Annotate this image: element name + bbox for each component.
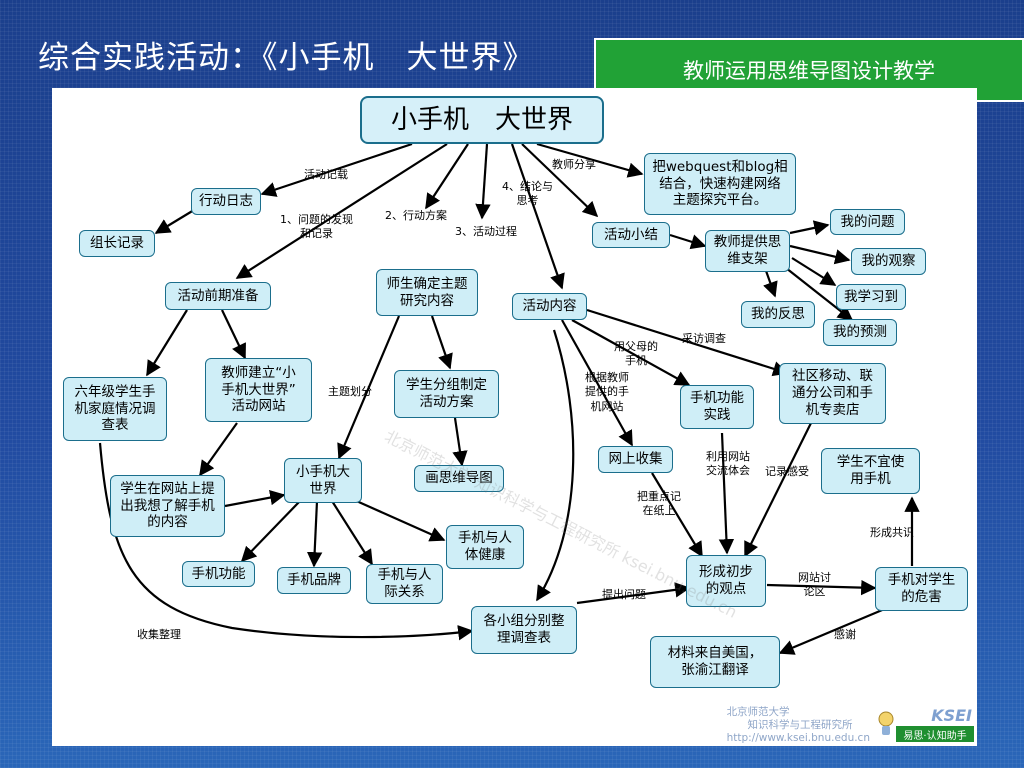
edge-community-opinion — [744, 420, 813, 558]
node-phone-function: 手机功能 — [182, 561, 255, 587]
node-activity-log: 行动日志 — [191, 188, 261, 215]
edge-opinion-harm — [766, 579, 877, 596]
node-my-observe: 我的观察 — [851, 248, 926, 275]
label-web-discuss: 网站讨 论区 — [798, 571, 831, 599]
node-phone-health: 手机与人 体健康 — [446, 525, 524, 569]
node-teacher-site: 教师建立“小 手机大世界” 活动网站 — [205, 358, 312, 422]
label-teacher-share: 教师分享 — [552, 158, 596, 171]
label-write-paper: 把重点记 在纸上 — [637, 490, 681, 518]
edge-question-small-world — [224, 489, 286, 508]
edge-plan-mindmap — [452, 417, 468, 467]
edge-scaffold-reflect — [763, 267, 778, 298]
node-my-learning: 我学习到 — [836, 284, 906, 310]
node-group-plan: 学生分组制定 活动方案 — [394, 370, 499, 418]
node-webquest: 把webquest和blog相 结合，快速构建网络 主题探究平台。 — [644, 153, 796, 215]
node-content: 活动内容 — [512, 293, 587, 320]
node-group-survey: 各小组分别整 理调查表 — [471, 606, 577, 654]
edge-activity-log-leader — [154, 209, 195, 234]
ksei-subtitle: 易思·认知助手 — [896, 726, 974, 742]
footer-institute-text: 北京师范大学 知识科学与工程研究所 http://www.ksei.bnu.ed… — [726, 706, 870, 745]
edge-content-web-collect — [561, 319, 633, 447]
label-teacher-site-link: 根据教师 提供的手 机网站 — [585, 371, 629, 413]
edge-root-webquest — [536, 142, 644, 178]
label-interview: 采访调查 — [682, 332, 726, 345]
edge-root-pre-prep — [235, 143, 448, 279]
edge-survey-opinion — [576, 582, 691, 605]
node-small-world: 小手机大 世界 — [284, 458, 362, 503]
label-with-parents: 用父母的 手机 — [614, 340, 658, 368]
edge-sw-relations — [331, 500, 373, 566]
edge-teacher-site-question — [199, 422, 238, 477]
edge-content-group-survey — [536, 329, 575, 602]
connector-layer — [98, 142, 920, 655]
node-community: 社区移动、联 通分公司和手 机专卖店 — [779, 363, 886, 424]
label-form-consensus: 形成共识 — [870, 526, 914, 539]
edge-sw-brand — [306, 500, 323, 568]
node-my-reflect: 我的反思 — [741, 301, 815, 328]
root-node: 小手机 大世界 — [360, 96, 604, 144]
person-bulb-icon — [878, 711, 894, 735]
node-summary: 活动小结 — [592, 222, 670, 248]
node-pre-prep: 活动前期准备 — [165, 282, 271, 310]
edge-topic-group-plan — [430, 315, 453, 370]
slide-title: 综合实践活动：《小手机 大世界》 — [38, 40, 535, 76]
edge-prep-survey — [146, 309, 188, 377]
edge-root-content — [510, 143, 565, 290]
label-record-feel: 记录感受 — [765, 465, 809, 478]
node-my-predict: 我的预测 — [823, 319, 897, 346]
node-harm: 手机对学生 的危害 — [875, 567, 968, 611]
label-discover: 1、问题的发现 和记录 — [280, 213, 353, 241]
edge-function-opinion — [718, 432, 735, 555]
node-leader-record: 组长记录 — [79, 230, 155, 257]
edge-root-summary — [521, 143, 599, 218]
label-topic-divide: 主题划分 — [328, 385, 372, 398]
label-process: 3、活动过程 — [455, 225, 517, 238]
label-collect-organize: 收集整理 — [137, 628, 181, 641]
label-activity-record: 活动记载 — [304, 168, 348, 181]
node-web-collect: 网上收集 — [598, 446, 673, 473]
node-phone-brand: 手机品牌 — [277, 567, 351, 594]
node-mindmap: 画思维导图 — [414, 465, 504, 492]
label-thanks: 感谢 — [834, 628, 856, 641]
edge-harm-material — [778, 606, 888, 655]
edge-webcollect-opinion — [651, 472, 703, 558]
ksei-logo: KSEI 易思·认知助手 — [874, 706, 974, 744]
edge-prep-teacher-site — [221, 309, 246, 360]
node-unsuitable: 学生不宜使 用手机 — [821, 448, 920, 494]
edge-sw-function — [240, 500, 301, 563]
label-web-exchange: 利用网站 交流体会 — [706, 450, 750, 478]
node-survey-form: 六年级学生手 机家庭情况调 查表 — [63, 377, 167, 441]
node-phone-relations: 手机与人 际关系 — [366, 564, 443, 604]
edge-scaffold-question — [789, 220, 830, 236]
node-my-question: 我的问题 — [830, 209, 905, 235]
ksei-wordmark: KSEI — [931, 706, 972, 725]
label-plan: 2、行动方案 — [385, 209, 447, 222]
node-opinion: 形成初步 的观点 — [686, 555, 766, 607]
footer-logo: 北京师范大学 知识科学与工程研究所 http://www.ksei.bnu.ed… — [727, 706, 974, 744]
mindmap-canvas: 小手机 大世界 行动日志 组长记录 活动前期准备 六年级学生手 机家庭情况调 查… — [52, 88, 977, 746]
edge-root-topic — [425, 143, 469, 210]
node-student-question: 学生在网站上提 出我想了解手机 的内容 — [110, 475, 225, 537]
edge-scaffold-predict — [785, 267, 854, 321]
edge-sw-health — [351, 497, 446, 542]
node-topic: 师生确定主题 研究内容 — [376, 269, 478, 316]
node-material: 材料来自美国， 张渝江翻译 — [650, 636, 780, 688]
edge-content-function-practice — [571, 319, 691, 386]
edge-summary-scaffold — [669, 233, 707, 250]
label-conclusion: 4、结论与 思考 — [502, 180, 553, 208]
edge-scaffold-learning — [791, 257, 837, 286]
node-function-practice: 手机功能 实践 — [680, 385, 754, 429]
label-raise-question: 提出问题 — [602, 588, 646, 601]
edge-root-activity-log — [260, 142, 413, 197]
edge-scaffold-observe — [789, 244, 851, 265]
node-scaffold: 教师提供思 维支架 — [705, 230, 790, 272]
edge-root-process — [475, 143, 491, 220]
edge-topic-small-world — [337, 315, 401, 460]
edge-content-community — [586, 308, 789, 377]
